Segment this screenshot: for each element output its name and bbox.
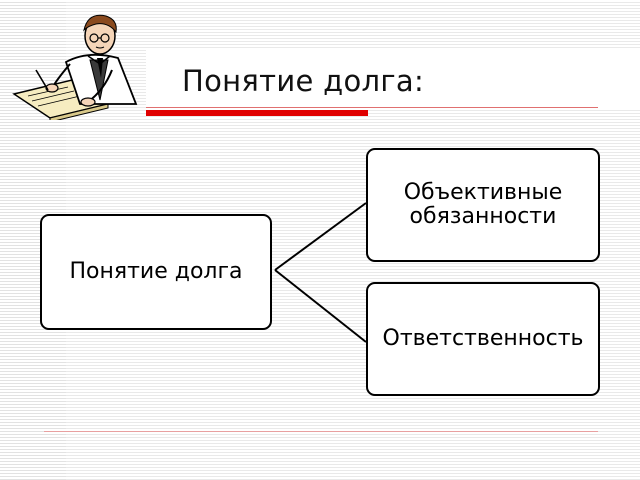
title-rule-accent xyxy=(146,110,368,116)
title-background xyxy=(146,48,640,108)
root-node-label: Понятие долга xyxy=(69,258,243,284)
diagram-root-node: Понятие долга xyxy=(40,214,272,330)
diagram-node-responsibility: Ответственность xyxy=(366,282,600,396)
connector-to-responsibility xyxy=(274,269,367,343)
scholar-writing-icon xyxy=(8,8,148,124)
connector-to-obligations xyxy=(274,202,367,271)
diagram-node-obligations: Объективные обязанности xyxy=(366,148,600,262)
title-rule-thin xyxy=(146,107,598,108)
node-responsibility-label: Ответственность xyxy=(382,325,584,351)
footer-rule xyxy=(44,431,598,432)
node-obligations-label: Объективные обязанности xyxy=(403,179,563,229)
page-title: Понятие долга: xyxy=(182,64,425,98)
